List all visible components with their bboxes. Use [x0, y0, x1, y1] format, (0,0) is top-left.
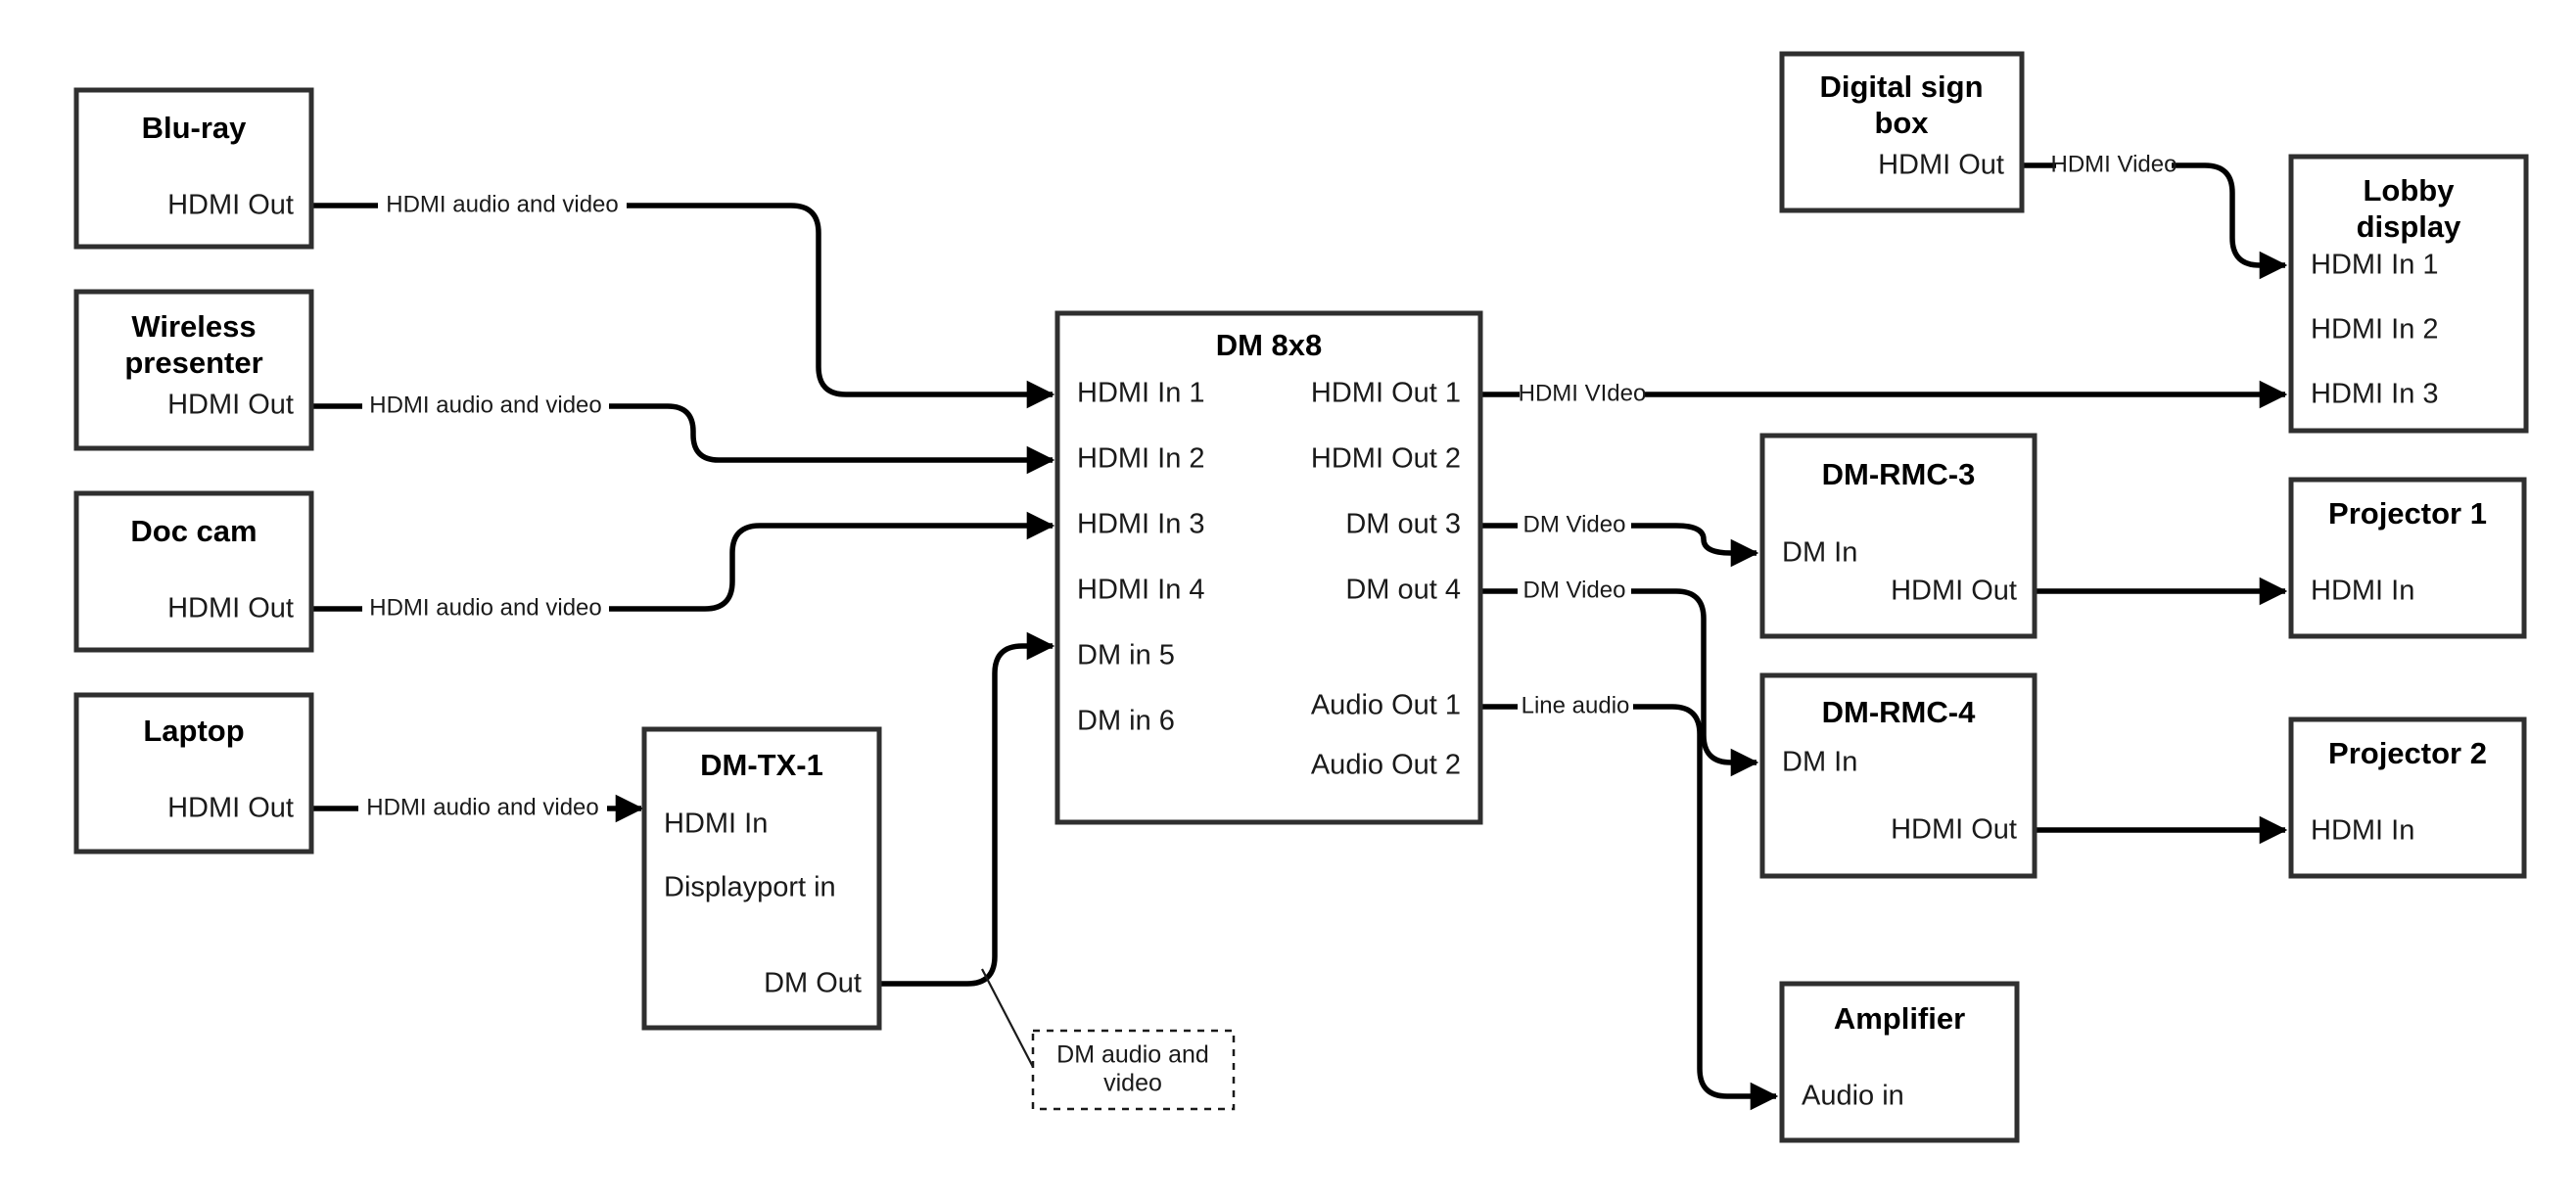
projector2-title: Projector 2: [2328, 736, 2487, 770]
edge-label-dm-hdmi-out-1: HDMI VIdeo: [1519, 380, 1647, 406]
dmtx1-port-dm-out: DM Out: [764, 968, 862, 999]
rmc4-title: DM-RMC-4: [1822, 695, 1976, 729]
rmc4-port-hdmi-out: HDMI Out: [1891, 814, 2017, 846]
box-lobby-display[interactable]: Lobby display HDMI In 1 HDMI In 2 HDMI I…: [2288, 154, 2529, 434]
dm8x8-box-outline: [1054, 310, 1483, 825]
doccam-box-outline: [73, 490, 314, 653]
wireless-port-hdmi-out: HDMI Out: [167, 390, 294, 421]
dmtx1-port-displayport-in: Displayport in: [664, 872, 836, 903]
wire-doccam-to-dm-hdmi-in-3: [311, 526, 1053, 612]
edge-label-doccam-to-dm: HDMI audio and video: [369, 594, 601, 621]
dmtx1-title: DM-TX-1: [700, 748, 823, 782]
box-dm-rmc-3[interactable]: DM-RMC-3 DM In HDMI Out: [1759, 433, 2037, 639]
projector2-box-outline: [2288, 716, 2527, 879]
box-projector-1[interactable]: Projector 1 HDMI In: [2288, 477, 2527, 639]
box-digital-sign-box[interactable]: Digital sign box HDMI Out: [1779, 51, 2025, 213]
edge-label-laptop-to-tx: HDMI audio and video: [366, 794, 598, 820]
wire-bluray-to-dm-hdmi-in-1: [311, 203, 1053, 394]
edge-label-group: HDMI audio and video HDMI audio and vide…: [366, 151, 2177, 820]
wire-sign-to-lobby-hdmi-in-1: [2022, 162, 2285, 265]
digitalsign-title-line2: box: [1874, 106, 1929, 140]
lobby-box-outline: [2288, 154, 2529, 434]
box-projector-2[interactable]: Projector 2 HDMI In: [2288, 716, 2527, 879]
edge-label-dm-dm-out-4: DM Video: [1523, 577, 1626, 603]
amplifier-title: Amplifier: [1834, 1001, 1965, 1036]
laptop-box-outline: [73, 692, 314, 855]
wireless-box-outline: [73, 289, 314, 451]
dm8x8-title: DM 8x8: [1216, 328, 1323, 362]
rmc3-title: DM-RMC-3: [1822, 457, 1976, 491]
digitalsign-title-line1: Digital sign: [1819, 69, 1983, 104]
dmtx1-box-outline: [641, 726, 882, 1031]
lobby-title-line1: Lobby: [2364, 173, 2456, 208]
box-doc-cam[interactable]: Doc cam HDMI Out: [73, 490, 314, 653]
lobby-port-hdmi-in-2: HDMI In 2: [2311, 314, 2439, 346]
box-dm-8x8[interactable]: DM 8x8 HDMI In 1 HDMI In 2 HDMI In 3 HDM…: [1054, 310, 1483, 825]
rmc3-port-dm-in: DM In: [1782, 537, 1857, 569]
note-line-1: DM audio and: [1056, 1041, 1209, 1069]
box-dm-rmc-4[interactable]: DM-RMC-4 DM In HDMI Out: [1759, 672, 2037, 879]
laptop-title: Laptop: [143, 714, 244, 748]
note-leader-line: [981, 968, 1034, 1068]
projector1-title: Projector 1: [2328, 496, 2487, 531]
rmc4-box-outline: [1759, 672, 2037, 879]
edge-label-sign-to-lobby: HDMI Video: [2051, 151, 2178, 177]
dm8x8-port-dm-out-4: DM out 4: [1345, 575, 1461, 606]
bluray-port-hdmi-out: HDMI Out: [167, 190, 294, 221]
edge-label-bluray-to-dm: HDMI audio and video: [386, 191, 618, 217]
edge-label-dm-audio-out-1: Line audio: [1522, 692, 1630, 718]
edge-label-wireless-to-dm: HDMI audio and video: [369, 392, 601, 418]
dm8x8-port-dm-out-3: DM out 3: [1345, 509, 1461, 540]
dm8x8-port-hdmi-in-3: HDMI In 3: [1077, 509, 1205, 540]
wireless-title-line1: Wireless: [131, 309, 256, 344]
rmc3-box-outline: [1759, 433, 2037, 639]
dm8x8-port-hdmi-in-4: HDMI In 4: [1077, 575, 1205, 606]
projector2-port-hdmi-in: HDMI In: [2311, 815, 2414, 847]
digitalsign-box-outline: [1779, 51, 2025, 213]
dm8x8-port-dm-in-5: DM in 5: [1077, 640, 1175, 671]
box-bluray[interactable]: Blu-ray HDMI Out: [73, 87, 314, 250]
amplifier-box-outline: [1779, 981, 2020, 1143]
rmc3-port-hdmi-out: HDMI Out: [1891, 576, 2017, 607]
dm8x8-port-hdmi-in-2: HDMI In 2: [1077, 443, 1205, 475]
dmtx1-port-hdmi-in: HDMI In: [664, 808, 768, 840]
dm8x8-port-hdmi-out-2: HDMI Out 2: [1311, 443, 1461, 475]
doccam-title: Doc cam: [130, 514, 257, 548]
digitalsign-port-hdmi-out: HDMI Out: [1878, 150, 2004, 181]
box-amplifier[interactable]: Amplifier Audio in: [1779, 981, 2020, 1143]
note-dm-audio-and-video: DM audio and video: [1031, 1029, 1236, 1111]
box-wireless-presenter[interactable]: Wireless presenter HDMI Out: [73, 289, 314, 451]
wire-dmtx1-to-dm-in-5: [879, 631, 1055, 987]
note-line-2: video: [1103, 1070, 1162, 1097]
projector1-box-outline: [2288, 477, 2527, 639]
lobby-port-hdmi-in-1: HDMI In 1: [2311, 250, 2439, 281]
wireless-title-line2: presenter: [124, 346, 262, 380]
doccam-port-hdmi-out: HDMI Out: [167, 593, 294, 624]
wire-wireless-to-dm-hdmi-in-2: [311, 403, 1053, 460]
bluray-title: Blu-ray: [142, 111, 248, 145]
box-laptop[interactable]: Laptop HDMI Out: [73, 692, 314, 855]
amplifier-port-audio-in: Audio in: [1802, 1081, 1904, 1112]
box-dm-tx-1[interactable]: DM-TX-1 HDMI In Displayport in DM Out: [641, 726, 882, 1031]
dm8x8-port-dm-in-6: DM in 6: [1077, 706, 1175, 737]
edge-label-dm-dm-out-3: DM Video: [1523, 511, 1626, 537]
projector1-port-hdmi-in: HDMI In: [2311, 576, 2414, 607]
connection-wires: [311, 162, 2285, 1096]
dm8x8-port-audio-out-1: Audio Out 1: [1311, 690, 1461, 721]
note-box-outline: [1031, 1029, 1236, 1111]
bluray-box-outline: [73, 87, 314, 250]
wire-dm-dmout3-to-rmc3-dm-in: [1480, 523, 1756, 553]
dm8x8-port-audio-out-2: Audio Out 2: [1311, 750, 1461, 781]
dm8x8-port-hdmi-out-1: HDMI Out 1: [1311, 378, 1461, 409]
wire-dm-dmout4-to-rmc4-dm-in: [1480, 588, 1756, 762]
lobby-title-line2: display: [2357, 209, 2462, 244]
laptop-port-hdmi-out: HDMI Out: [167, 793, 294, 824]
dm8x8-port-hdmi-in-1: HDMI In 1: [1077, 378, 1205, 409]
lobby-port-hdmi-in-3: HDMI In 3: [2311, 379, 2439, 410]
wire-dm-audioout1-to-amplifier: [1480, 704, 1776, 1096]
rmc4-port-dm-in: DM In: [1782, 747, 1857, 778]
